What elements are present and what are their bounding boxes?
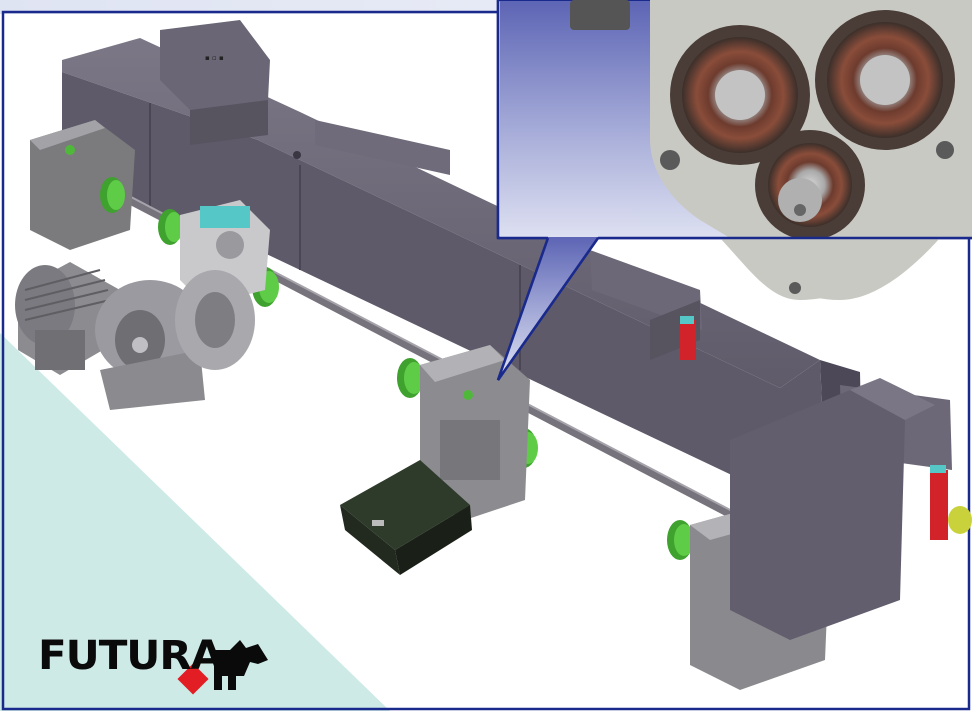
end-stop-red <box>930 470 948 540</box>
left-end-box: ▪ ▫ ▪ <box>160 20 270 145</box>
coupling-1 <box>100 177 125 213</box>
control-box <box>340 460 472 575</box>
coupling-6 <box>667 520 694 560</box>
coupling-4 <box>397 358 424 398</box>
center-gearbox <box>420 345 530 520</box>
rhino-icon <box>214 640 268 690</box>
detail-callout <box>496 0 972 381</box>
right-end-box <box>680 316 972 640</box>
svg-text:▪ ▫ ▪: ▪ ▫ ▪ <box>205 54 224 62</box>
logo-wordmark: FUTURA <box>38 633 223 679</box>
mid-stop-red <box>680 320 696 360</box>
electric-motor <box>15 262 255 410</box>
mint-corner <box>0 333 390 711</box>
frame-border <box>1 10 971 711</box>
left-gearbox <box>30 120 135 250</box>
coupling-2 <box>158 209 183 245</box>
